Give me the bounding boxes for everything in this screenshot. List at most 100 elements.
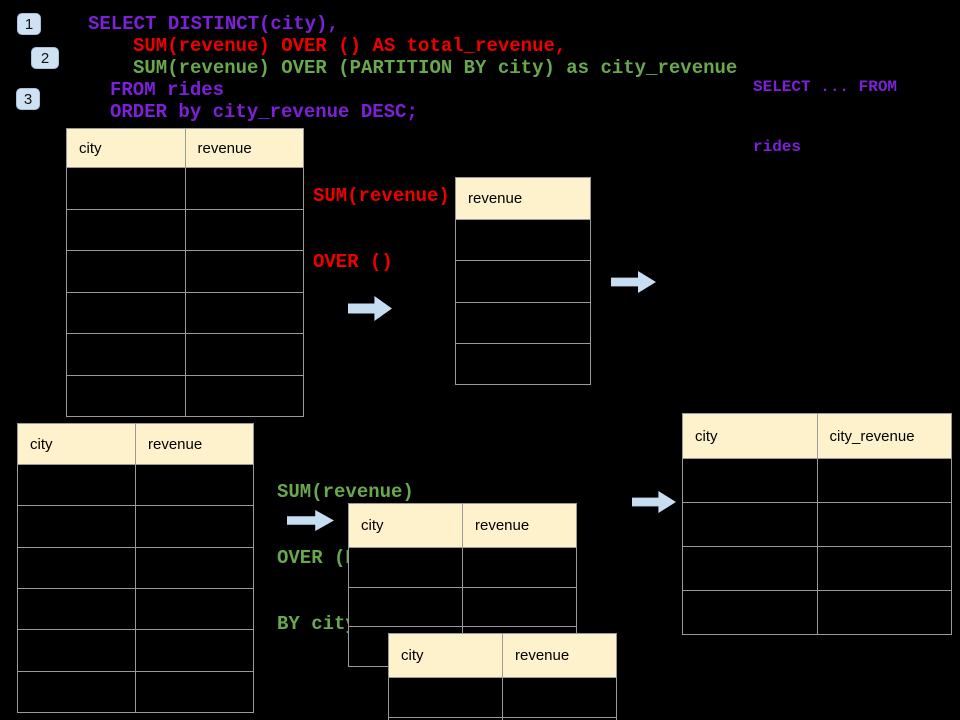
step-badge-1: 1	[17, 13, 41, 35]
table-cell-empty	[67, 168, 186, 209]
table-cell-empty	[818, 503, 952, 546]
table-cell-empty	[136, 672, 253, 712]
table-city-revenue-result: city city_revenue	[682, 413, 952, 635]
table-cell-empty	[456, 261, 590, 301]
table-row	[18, 506, 253, 548]
table-cell-empty	[186, 210, 304, 251]
sql-line-sum-over-partition: SUM(revenue) OVER (PARTITION BY city) as…	[133, 57, 738, 79]
table-cell-empty	[136, 506, 253, 546]
table-row	[683, 591, 951, 634]
table-cell-empty	[18, 588, 136, 630]
table-cell-empty	[136, 548, 253, 588]
table-cell-empty	[349, 548, 463, 587]
table-cell-empty	[463, 588, 576, 627]
table-row	[18, 671, 253, 712]
table-header-row: revenue	[456, 178, 590, 220]
column-header-city: city	[67, 129, 186, 167]
annotation-line: OVER ()	[313, 251, 393, 273]
table-cell-empty	[503, 678, 616, 717]
table-cell-empty	[18, 630, 136, 671]
table-cell-empty	[136, 589, 253, 629]
table-row	[456, 303, 590, 344]
table-total-revenue: revenue	[455, 177, 591, 385]
table-row	[18, 630, 253, 672]
column-header-city: city	[349, 504, 463, 547]
column-header-city: city	[683, 414, 818, 458]
annotation-line: SUM(revenue)	[313, 185, 450, 207]
table-cell-empty	[818, 459, 952, 502]
table-row	[683, 547, 951, 591]
table-cell-empty	[456, 303, 590, 343]
table-header-row: city city_revenue	[683, 414, 951, 459]
table-cell-empty	[186, 251, 304, 292]
table-cell-empty	[456, 344, 590, 384]
table-source-top: city revenue	[66, 128, 304, 417]
table-cell-empty	[389, 678, 503, 717]
table-cell-empty	[456, 220, 590, 260]
table-row	[67, 251, 303, 293]
column-header-revenue: revenue	[197, 139, 252, 157]
table-cell-empty	[186, 168, 304, 209]
table-row	[67, 168, 303, 210]
table-cell-empty	[818, 591, 952, 634]
table-row	[67, 375, 304, 417]
table-row	[67, 292, 303, 334]
table-cell-empty	[18, 506, 136, 547]
table-source-bottom: city revenue	[17, 423, 254, 713]
table-row	[67, 334, 303, 376]
column-header-revenue: revenue	[148, 435, 203, 453]
table-cell-empty	[683, 503, 818, 546]
column-header-revenue: revenue	[468, 190, 523, 207]
annotation-line: SUM(revenue)	[277, 481, 414, 503]
sql-line-order-by: ORDER by city_revenue DESC;	[110, 101, 418, 123]
table-cell-empty	[818, 547, 952, 590]
column-header-revenue: revenue	[515, 647, 570, 664]
table-row	[349, 548, 576, 588]
table-row	[67, 209, 304, 251]
table-cell-empty	[186, 334, 304, 375]
sql-line-select: SELECT DISTINCT(city),	[88, 13, 339, 35]
side-note-line-2: rides	[753, 138, 802, 156]
table-row	[683, 503, 951, 547]
table-cell-empty	[67, 292, 186, 333]
table-row	[456, 344, 590, 384]
sql-line-sum-over-total: SUM(revenue) OVER () AS total_revenue,	[133, 35, 567, 57]
table-row	[18, 465, 253, 507]
table-row	[18, 547, 253, 589]
table-cell-empty	[683, 547, 818, 590]
table-cell-empty	[136, 465, 253, 505]
sql-line-from: FROM rides	[110, 79, 225, 101]
table-cell-empty	[67, 209, 186, 250]
table-header-row: city revenue	[18, 424, 253, 465]
flow-arrow-from-total-revenue	[611, 271, 656, 293]
table-header-row: city revenue	[67, 129, 303, 168]
table-cell-empty	[683, 591, 818, 634]
column-header-city: city	[18, 424, 136, 464]
table-cell-empty	[349, 587, 463, 627]
annotation-sum-over-empty: SUM(revenue) OVER ()	[313, 141, 450, 317]
table-row	[389, 678, 616, 718]
table-cell-empty	[18, 547, 136, 588]
table-cell-empty	[389, 718, 503, 720]
column-header-revenue: revenue	[475, 517, 530, 534]
side-note-line-1: SELECT ... FROM	[753, 78, 898, 96]
table-row	[456, 261, 590, 303]
table-header-row: city revenue	[349, 504, 576, 548]
column-header-city_revenue: city_revenue	[829, 427, 915, 445]
table-cell-empty	[136, 630, 253, 670]
table-row	[683, 459, 951, 503]
table-cell-empty	[67, 334, 186, 375]
step-badge-3: 3	[16, 88, 40, 110]
table-cell-empty	[186, 376, 304, 417]
table-row	[18, 588, 253, 631]
table-row	[349, 587, 576, 628]
table-cell-empty	[683, 459, 818, 502]
table-row	[389, 718, 616, 720]
table-cell-empty	[67, 375, 186, 416]
flow-arrow-to-city-revenue	[632, 491, 676, 513]
table-row	[456, 220, 590, 262]
step-badge-2: 2	[31, 47, 59, 69]
